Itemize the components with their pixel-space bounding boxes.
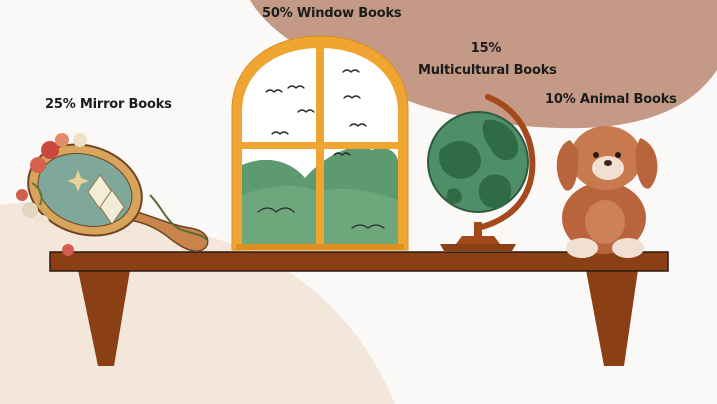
value-label-window: 50% [262,6,293,21]
label-animal-books: 10%Animal Books [545,92,677,107]
label-window-books: 50%Window Books [262,6,402,21]
category-label-mirror: Mirror Books [79,97,172,112]
value-label-mirror: 25% [45,97,76,112]
category-label-animal: Animal Books [579,92,677,107]
label-multicultural-books: 15% Multicultural Books [418,38,557,82]
category-label-multicultural: Multicultural Books [418,63,557,78]
category-label-window: Window Books [296,6,402,21]
label-mirror-books: 25%Mirror Books [45,97,172,112]
value-label-multicultural: 15% [470,41,502,56]
value-label-animal: 10% [545,92,576,107]
